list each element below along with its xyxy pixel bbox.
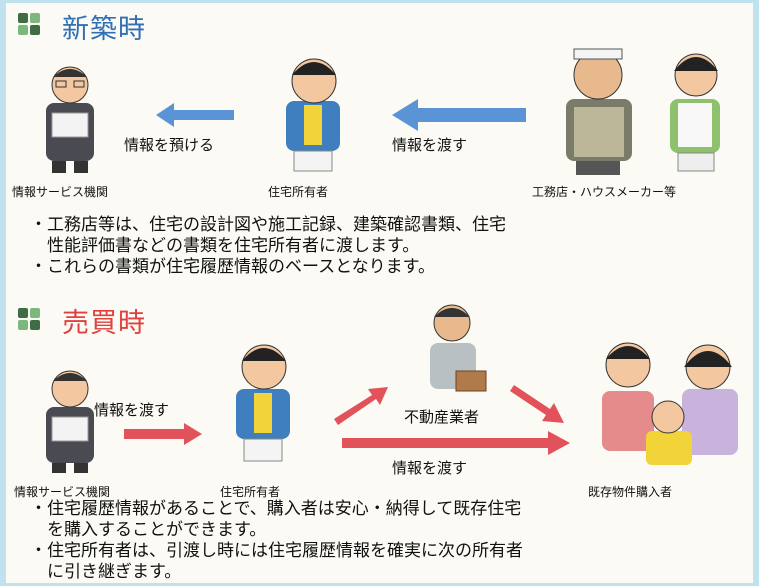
bullet-line: 性能評価書などの書類を住宅所有者に渡します。	[30, 236, 420, 256]
bullet-line: ・住宅所有者は、引渡し時には住宅履歴情報を確実に次の所有者	[30, 541, 523, 561]
page: 新築時 情報を預ける 情報を渡す 情報サービス	[6, 3, 753, 583]
arrow-to-buyer	[342, 431, 570, 455]
arrow-to-homeowner-2	[124, 423, 202, 445]
info-agency-label-2: 情報サービス機関	[14, 485, 111, 499]
arrow-to-agent	[334, 387, 388, 425]
homeowner-figure-2	[236, 344, 290, 462]
section-1-bullets: ・工務店等は、住宅の設計図や施工記録、建築確認書類、住宅 性能評価書などの書類を…	[30, 215, 506, 278]
info-agency-person-figure	[46, 66, 94, 173]
section-2-grid-icon	[18, 308, 40, 330]
homeowner-label-2: 住宅所有者	[220, 485, 281, 499]
section-2-bullets: ・住宅履歴情報があることで、購入者は安心・納得して既存住宅 を購入することができ…	[30, 499, 523, 583]
bullet-line: ・これらの書類が住宅履歴情報のベースとなります。	[30, 257, 435, 277]
bullet-line: に引き継ぎます。	[30, 562, 182, 582]
homeowner-label-1: 住宅所有者	[268, 185, 329, 199]
info-agency-person-figure-2	[46, 370, 94, 473]
bullet-line: ・住宅履歴情報があることで、購入者は安心・納得して既存住宅	[30, 499, 522, 519]
bullet-line: を購入することができます。	[30, 520, 267, 540]
buyer-label: 既存物件購入者	[588, 485, 673, 499]
builder-label: 工務店・ハウスメーカー等	[532, 185, 677, 199]
arrow-to-info-agency-1	[156, 103, 234, 127]
builder-worker-figure	[566, 48, 632, 175]
real-estate-agent-label: 不動産業者	[404, 408, 480, 426]
action-deposit-info-label: 情報を預ける	[124, 136, 215, 154]
homeowner-figure-1	[286, 58, 340, 172]
arrow-agent-to-buyer	[510, 385, 564, 423]
action-pass-info-label-1: 情報を渡す	[392, 136, 468, 154]
real-estate-agent-figure	[430, 304, 487, 392]
info-agency-label-1: 情報サービス機関	[12, 185, 109, 199]
bullet-line: ・工務店等は、住宅の設計図や施工記録、建築確認書類、住宅	[30, 215, 506, 235]
section-2-title: 売買時	[62, 308, 146, 339]
section-1-title: 新築時	[62, 14, 146, 45]
action-pass-info-label-2: 情報を渡す	[94, 401, 170, 419]
buyer-family-figure	[602, 342, 738, 465]
housemaker-staff-figure	[670, 53, 720, 172]
arrow-to-homeowner-1	[392, 99, 526, 131]
section-1-grid-icon	[18, 13, 40, 35]
action-pass-info-label-3: 情報を渡す	[392, 459, 468, 477]
